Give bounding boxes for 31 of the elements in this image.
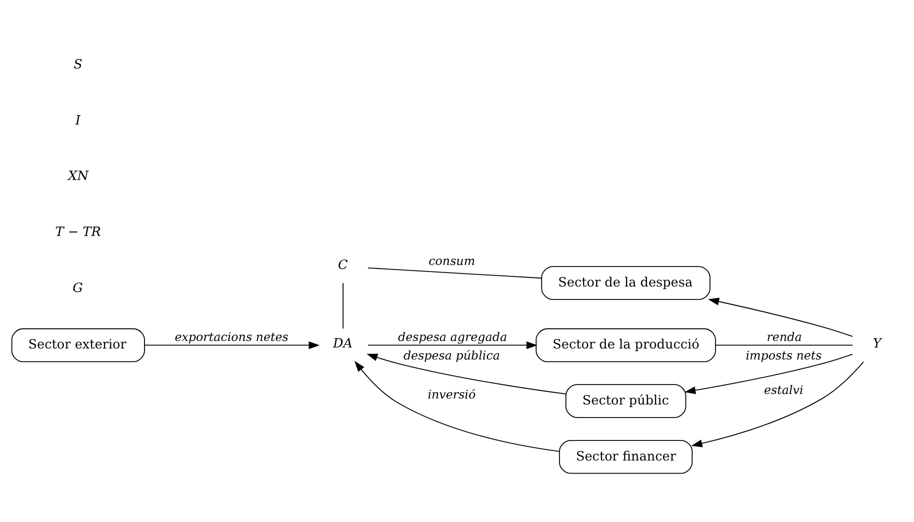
arrow — [684, 353, 854, 394]
label: G — [72, 280, 83, 296]
arrow — [366, 353, 566, 394]
edge-label: renda — [766, 330, 802, 344]
arrow — [708, 297, 853, 336]
arrow — [367, 340, 538, 349]
arrow — [691, 360, 864, 447]
edge-label: exportacions netes — [174, 330, 288, 344]
node-box: Sector exterior — [11, 328, 145, 362]
connector — [715, 344, 854, 346]
edge-label: estalvi — [764, 382, 804, 397]
node-box: Sector públic — [565, 384, 686, 418]
edge-label: consum — [428, 254, 476, 268]
edge-label: despesa pública — [403, 348, 500, 362]
label: XN — [68, 168, 88, 184]
label: I — [75, 112, 80, 128]
label: T − TR — [55, 224, 101, 240]
node-box: Sector de la producció — [536, 328, 716, 362]
node-box: Sector de la despesa — [541, 266, 710, 300]
connector — [367, 266, 542, 278]
arrow — [144, 340, 320, 349]
node-box: Sector financer — [559, 439, 693, 474]
edge-label: imposts nets — [746, 348, 822, 362]
arrow — [354, 360, 560, 452]
edge-label: inversió — [428, 387, 476, 402]
connector — [342, 282, 344, 329]
node-text: Y — [872, 336, 882, 352]
node-text: DA — [333, 336, 353, 352]
node-text: C — [338, 258, 348, 273]
edge-label: despesa agregada — [398, 330, 508, 344]
label: S — [74, 57, 82, 72]
